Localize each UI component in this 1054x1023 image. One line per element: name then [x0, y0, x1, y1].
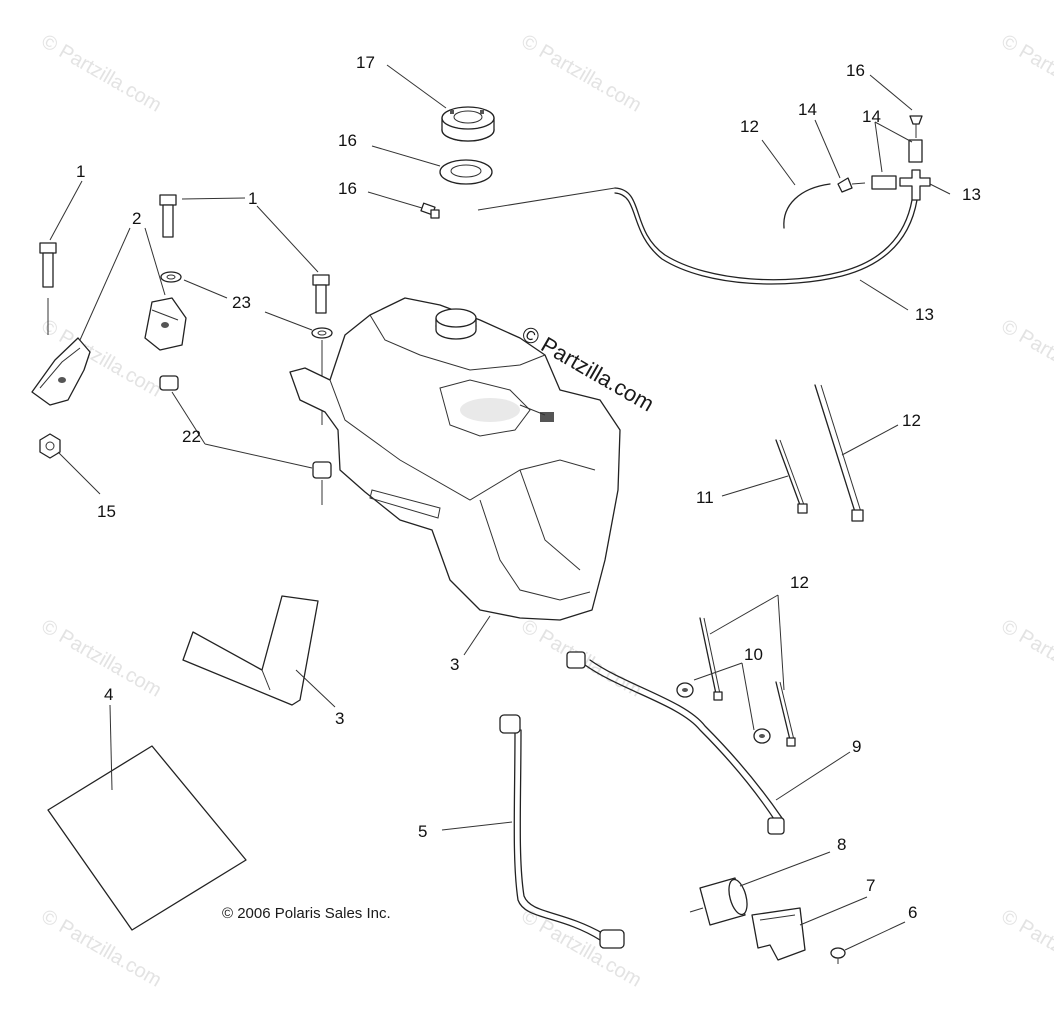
part-12-cable-tie[interactable]	[699, 617, 723, 701]
callout-6: 5	[418, 822, 427, 841]
callout-21: 17	[356, 53, 375, 72]
callout-10: 9	[852, 737, 861, 756]
part-23-washer[interactable]	[160, 271, 182, 283]
watermark: © Partzilla.com	[518, 905, 646, 991]
callout-12: 12	[790, 573, 809, 592]
callout-16: 16	[846, 61, 865, 80]
part-2-mounting-bracket[interactable]	[31, 337, 91, 406]
callout-18: 15	[97, 502, 116, 521]
part-7-screw[interactable]	[830, 947, 846, 964]
part-14-vent-hose[interactable]	[477, 183, 918, 285]
part-1-bolt[interactable]	[159, 194, 177, 238]
watermark: © Partzilla.com	[38, 615, 166, 701]
callout-19: 16	[338, 179, 357, 198]
callout-11: 10	[744, 645, 763, 664]
watermark: © Partzilla.com	[998, 30, 1054, 116]
callout-23: 23	[232, 293, 251, 312]
callout-9: 8	[837, 835, 846, 854]
part-5-pad[interactable]	[47, 745, 247, 931]
callout-13: 12	[902, 411, 921, 430]
part-4-fuel-tank[interactable]	[289, 297, 621, 621]
callout-14: 13	[915, 305, 934, 324]
callout-1: 1	[248, 189, 257, 208]
callout-15: 13	[962, 185, 981, 204]
part-1-bolt[interactable]	[39, 242, 57, 335]
watermark: © Partzilla.com	[998, 615, 1054, 701]
callout-14: 12	[740, 117, 759, 136]
part-6-fuel-line[interactable]	[499, 714, 625, 949]
watermark: © Partzilla.com	[998, 905, 1054, 991]
leader-lines	[49, 64, 951, 951]
callout-5: 4	[104, 685, 113, 704]
part-13-cable-tie[interactable]	[814, 384, 864, 522]
part-8-filter-bracket[interactable]	[751, 907, 806, 961]
part-9-fuel-filter[interactable]	[689, 877, 750, 926]
watermark: © Partzilla.com	[38, 30, 166, 116]
callout-2: 2	[132, 209, 141, 228]
part-11-hose-clamp[interactable]	[753, 728, 771, 744]
part-12-cable-tie[interactable]	[775, 439, 808, 514]
part-3-heat-shield[interactable]	[182, 595, 319, 706]
part-21-fuel-cap[interactable]	[441, 106, 495, 142]
part-23-washer[interactable]	[311, 327, 333, 339]
callout-3: 3	[335, 709, 344, 728]
part-17-hose-sleeve[interactable]	[871, 139, 923, 190]
part-22-grommet[interactable]	[159, 375, 179, 391]
callout-12: 11	[696, 488, 714, 507]
callout-4: 3	[450, 655, 459, 674]
watermark: © Partzilla.com	[518, 30, 646, 116]
part-12-cable-tie[interactable]	[775, 681, 796, 747]
copyright-notice: © 2006 Polaris Sales Inc.	[222, 905, 391, 922]
part-10-fuel-line[interactable]	[566, 651, 785, 835]
part-16-check-valve[interactable]	[837, 177, 866, 193]
part-22-grommet[interactable]	[312, 461, 332, 479]
part-11-hose-clamp[interactable]	[676, 682, 694, 698]
callout-17: 14	[862, 107, 881, 126]
callout-labels: 17 16 16 16 14 14 12 13 13 1 1 2 23 22 1…	[76, 53, 981, 922]
callout-1: 1	[76, 162, 85, 181]
callout-8: 7	[866, 876, 875, 895]
part-20-cap-gasket[interactable]	[439, 159, 493, 185]
part-2-mounting-bracket[interactable]	[144, 297, 187, 351]
callout-22: 22	[182, 427, 201, 446]
callout-20: 16	[338, 131, 357, 150]
part-15-tee-fitting[interactable]	[899, 169, 931, 201]
callout-7: 6	[908, 903, 917, 922]
part-16-check-valve[interactable]	[909, 115, 923, 138]
watermark: © Partzilla.com	[998, 315, 1054, 401]
part-18-nut[interactable]	[39, 433, 61, 459]
part-19-vent-fitting[interactable]	[420, 202, 440, 219]
callout-16: 14	[798, 100, 817, 119]
